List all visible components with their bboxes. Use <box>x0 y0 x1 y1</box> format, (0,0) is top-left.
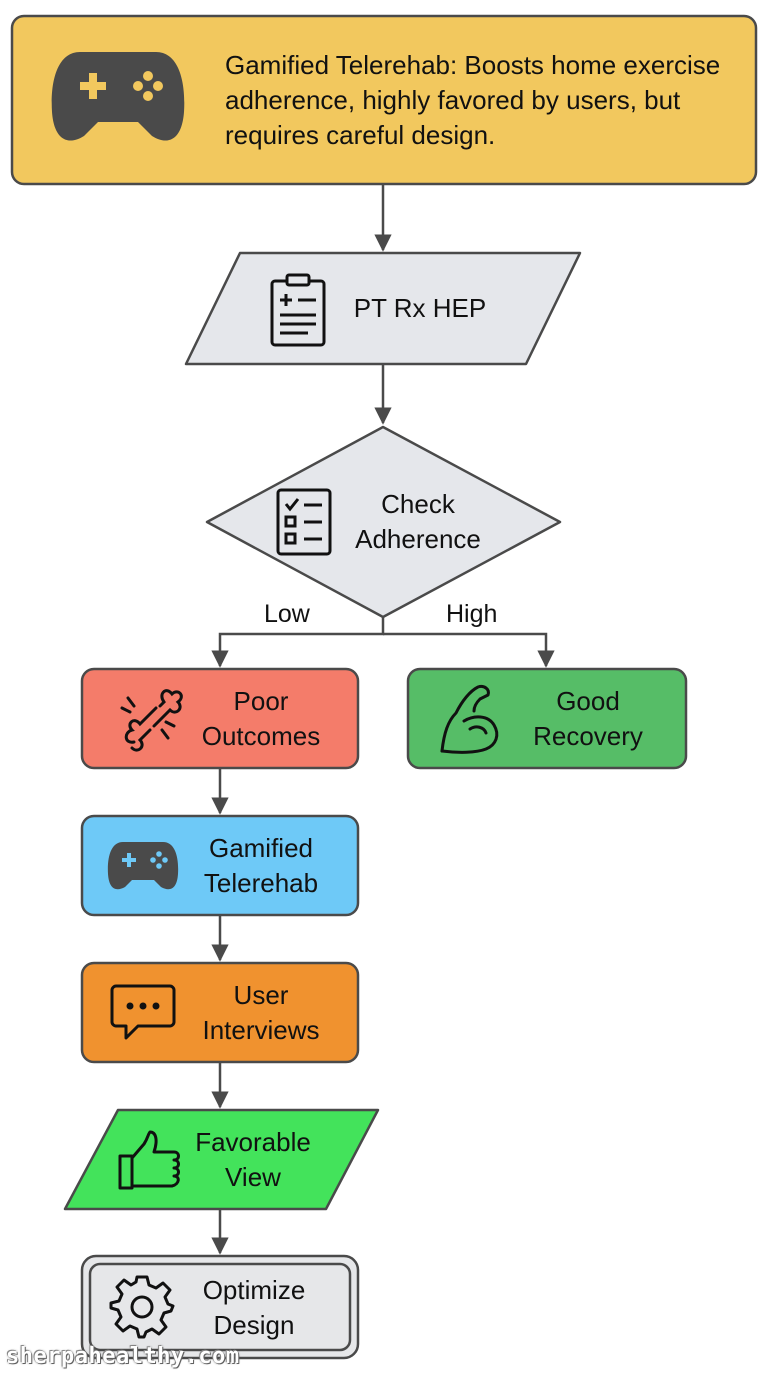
clipboard-medical-icon <box>270 273 326 347</box>
good-recovery-line2: Recovery <box>533 721 643 751</box>
check-adherence-line1: Check <box>381 489 455 519</box>
user-interviews-line1: User <box>233 980 289 1010</box>
poor-outcomes-label: Poor Outcomes <box>180 683 342 755</box>
check-adherence-line2: Adherence <box>355 524 481 554</box>
broken-bone-icon <box>120 689 183 752</box>
gamified-telerehab-line2: Telerehab <box>203 868 319 898</box>
optimize-design-node <box>80 1254 360 1360</box>
favorable-view-line2: View <box>225 1162 281 1192</box>
edge-check-branch <box>211 617 385 668</box>
thumbs-up-icon <box>118 1130 180 1190</box>
optimize-design-line2: Design <box>213 1310 295 1340</box>
optimize-design-line1: Optimize <box>202 1275 306 1305</box>
edge-check-branch-high <box>383 632 555 668</box>
gamified-telerehab-label: Gamified Telerehab <box>182 830 340 902</box>
checklist-icon <box>276 488 332 556</box>
chat-bubble-icon <box>110 984 176 1040</box>
user-interviews-label: User Interviews <box>182 977 340 1049</box>
good-recovery-node <box>406 667 688 770</box>
gamepad-icon <box>51 52 185 141</box>
favorable-view-node <box>63 1108 380 1211</box>
poor-outcomes-line2: Outcomes <box>201 721 321 751</box>
watermark: sherpahealthy.com <box>6 1344 240 1369</box>
pt-rx-label: PT Rx HEP <box>353 292 487 323</box>
good-recovery-line1: Good <box>556 686 620 716</box>
good-recovery-label: Good Recovery <box>510 683 666 755</box>
gear-icon <box>109 1275 175 1339</box>
favorable-view-label: Favorable View <box>180 1124 326 1196</box>
edge-label-low: Low <box>264 600 310 628</box>
poor-outcomes-line1: Poor <box>233 686 289 716</box>
header-text: Gamified Telerehab: Boosts home exercise… <box>225 50 721 150</box>
check-adherence-label: Check Adherence <box>330 486 506 558</box>
optimize-design-label: Optimize Design <box>182 1272 326 1344</box>
gamepad-icon <box>107 842 179 890</box>
edge-label-high: High <box>446 600 498 628</box>
optimize-design-inner-border <box>88 1262 352 1352</box>
flexed-bicep-icon <box>440 685 499 754</box>
user-interviews-line2: Interviews <box>202 1015 320 1045</box>
gamified-telerehab-line1: Gamified <box>208 833 314 863</box>
favorable-view-line1: Favorable <box>195 1127 311 1157</box>
